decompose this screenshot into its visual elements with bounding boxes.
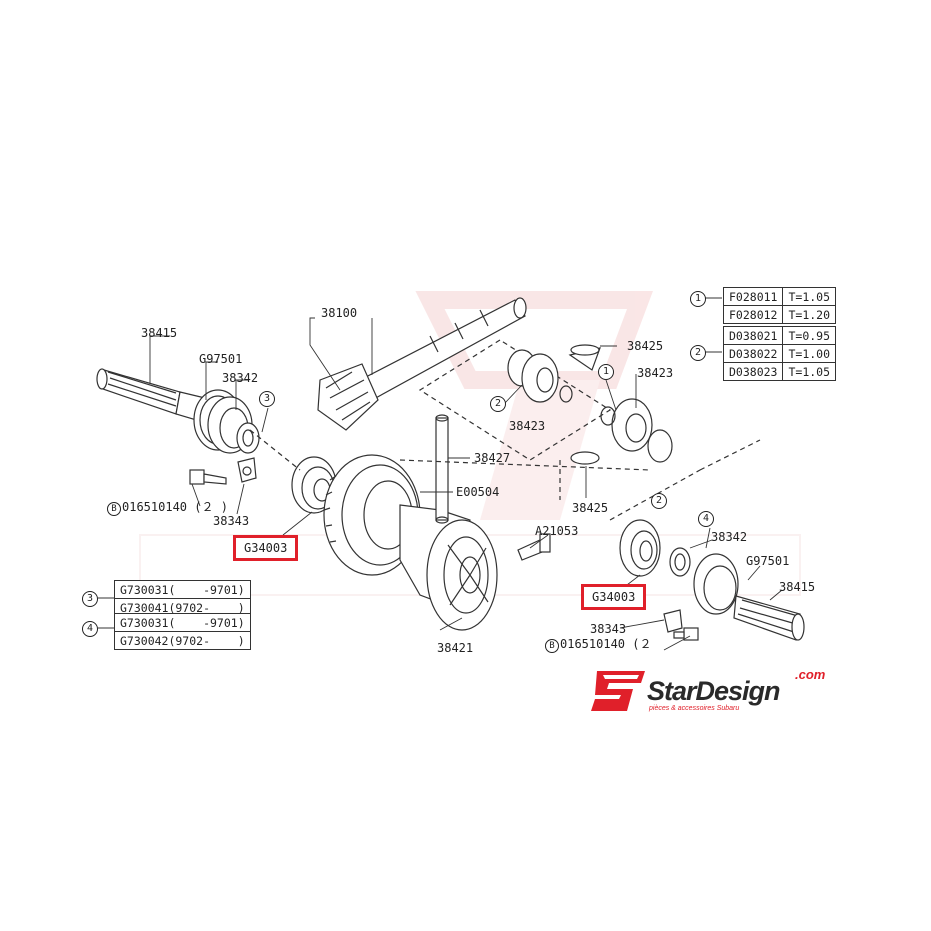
bullet-b-icon: B xyxy=(107,502,121,516)
spec-table-3: G730031( -9701) G730041(9702- ) xyxy=(114,580,251,617)
label-e00504: E00504 xyxy=(456,485,500,499)
callout-1-table: 1 xyxy=(690,291,706,307)
label-38415-right: 38415 xyxy=(779,580,816,594)
assembly-guide-lines xyxy=(399,339,651,500)
stardesign-logo: StarDesign .com pièces & accessoires Sub… xyxy=(591,667,851,715)
label-38423-right: 38423 xyxy=(637,366,674,380)
label-38425-top: 38425 xyxy=(627,339,664,353)
callout-4-right: 4 xyxy=(698,511,714,527)
label-38343-right: 38343 xyxy=(590,622,627,636)
logo-tagline: pièces & accessoires Subaru xyxy=(649,705,740,712)
pinion-shaft xyxy=(435,414,449,524)
table-cell-thickness: T=1.20 xyxy=(782,305,837,324)
table-row: G730031( -9701) xyxy=(114,613,251,632)
bullet-b-icon: B xyxy=(545,639,559,653)
label-g97501-left: G97501 xyxy=(199,352,243,366)
left-axle-shaft xyxy=(96,368,206,423)
label-38421: 38421 xyxy=(437,641,474,655)
label-38342-left: 38342 xyxy=(222,371,259,385)
table-cell-part: D038022 xyxy=(722,344,784,363)
drive-pinion-shaft xyxy=(317,297,527,431)
leader-lines xyxy=(98,297,783,651)
table-cell-part: G730042(9702- ) xyxy=(114,631,251,650)
label-38415-left: 38415 xyxy=(141,326,178,340)
table-cell-thickness: T=1.05 xyxy=(782,287,837,306)
logo-domain: .com xyxy=(795,667,826,682)
table-cell-thickness: T=0.95 xyxy=(782,326,837,345)
table-row: G730031( -9701) xyxy=(114,580,251,599)
logo-emblem-icon xyxy=(591,671,645,711)
right-side-retainer xyxy=(693,553,739,615)
logo-wordmark: StarDesign xyxy=(647,676,781,706)
table-row: G730042(9702- ) xyxy=(114,631,251,650)
table-cell-thickness: T=1.00 xyxy=(782,344,837,363)
bolt-part-number-left: 016510140 (２ ) xyxy=(122,500,228,514)
label-a21053: A21053 xyxy=(535,524,579,538)
callout-1-center: 1 xyxy=(598,364,614,380)
differential-case xyxy=(399,504,498,631)
side-gear-right xyxy=(600,398,673,463)
left-lock-plate xyxy=(237,457,257,483)
label-38343-left: 38343 xyxy=(213,514,250,528)
table-cell-thickness: T=1.05 xyxy=(782,362,837,381)
highlight-g34003-left: G34003 xyxy=(233,535,299,561)
assembly-guide-lines-2 xyxy=(249,429,761,521)
right-bearing xyxy=(619,519,661,577)
label-38100: 38100 xyxy=(321,306,358,320)
table-cell-part: F028012 xyxy=(722,305,784,324)
label-g97501-right: G97501 xyxy=(746,554,790,568)
right-axle-shaft xyxy=(733,595,805,641)
pinion-gear-top xyxy=(568,344,601,371)
callout-3-table: 3 xyxy=(82,591,98,607)
callout-2-lower: 2 xyxy=(651,493,667,509)
label-38342-right: 38342 xyxy=(711,530,748,544)
label-38425-bottom: 38425 xyxy=(572,501,609,515)
callout-2-upper: 2 xyxy=(490,396,506,412)
left-bolt xyxy=(189,469,227,485)
table-cell-part: G730031( -9701) xyxy=(114,613,251,632)
table-cell-part: D038023 xyxy=(722,362,784,381)
bolt-part-number-right: 016510140 (２ xyxy=(560,637,652,651)
table-cell-part: F028011 xyxy=(722,287,784,306)
callout-4-table: 4 xyxy=(82,621,98,637)
side-gear-left xyxy=(507,349,573,403)
spec-table-4: G730031( -9701) G730042(9702- ) xyxy=(114,613,251,650)
highlight-g34003-right: G34003 xyxy=(581,584,647,610)
right-lock-plate xyxy=(663,609,683,633)
table-cell-part: D038021 xyxy=(722,326,784,345)
ring-gear-bolt xyxy=(517,533,551,561)
callout-3-left: 3 xyxy=(259,391,275,407)
table-cell-part: G730031( -9701) xyxy=(114,580,251,599)
right-shim xyxy=(669,547,691,577)
callout-2-table: 2 xyxy=(690,345,706,361)
label-38427: 38427 xyxy=(474,451,511,465)
label-38423-left: 38423 xyxy=(509,419,546,433)
pinion-gear-bottom xyxy=(570,451,600,465)
left-side-retainer xyxy=(193,389,260,454)
